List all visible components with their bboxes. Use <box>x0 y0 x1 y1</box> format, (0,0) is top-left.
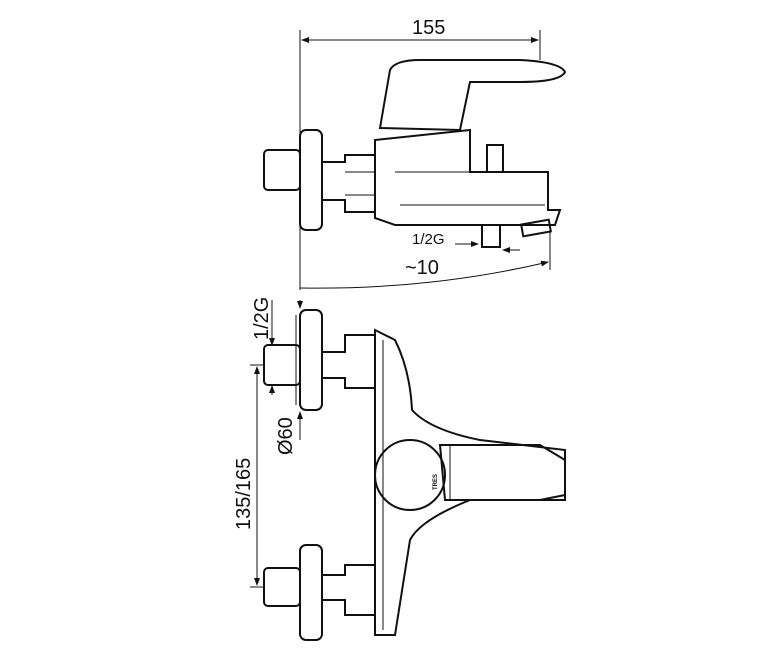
diverter-button <box>486 144 504 173</box>
plate-diameter-label: Ø60 <box>275 417 297 455</box>
lower-wall-plate <box>299 544 323 641</box>
upper-inlet-knob <box>263 344 301 386</box>
center-distance-dimension: 135/165 <box>233 364 264 588</box>
lower-hex-nut <box>322 564 376 616</box>
inlet-knob <box>263 149 301 191</box>
wall-plate <box>299 129 323 231</box>
upper-hex-nut <box>322 334 376 389</box>
lower-inlet-knob <box>263 567 301 607</box>
aerator <box>520 218 552 238</box>
projection-label: ~10 <box>405 257 439 279</box>
width-label: 155 <box>412 17 445 39</box>
top-view: 155 1/2G ~10 <box>263 17 567 290</box>
width-dimension: 155 <box>299 17 541 290</box>
spout <box>374 128 562 226</box>
center-distance-label: 135/165 <box>233 458 255 530</box>
upper-wall-plate <box>299 309 323 411</box>
hex-nut <box>322 154 376 213</box>
front-view: TRES 135/165 1/2G Ø60 <box>233 297 566 641</box>
brand-logo: TRES <box>433 474 439 490</box>
outlet-connector <box>481 224 501 248</box>
side-thread-label: 1/2G <box>251 297 273 340</box>
lever-handle <box>378 59 567 132</box>
mixer-body <box>374 328 566 636</box>
front-lever <box>438 444 566 501</box>
top-thread-label: 1/2G <box>412 231 445 248</box>
cartridge-cap <box>374 439 446 511</box>
